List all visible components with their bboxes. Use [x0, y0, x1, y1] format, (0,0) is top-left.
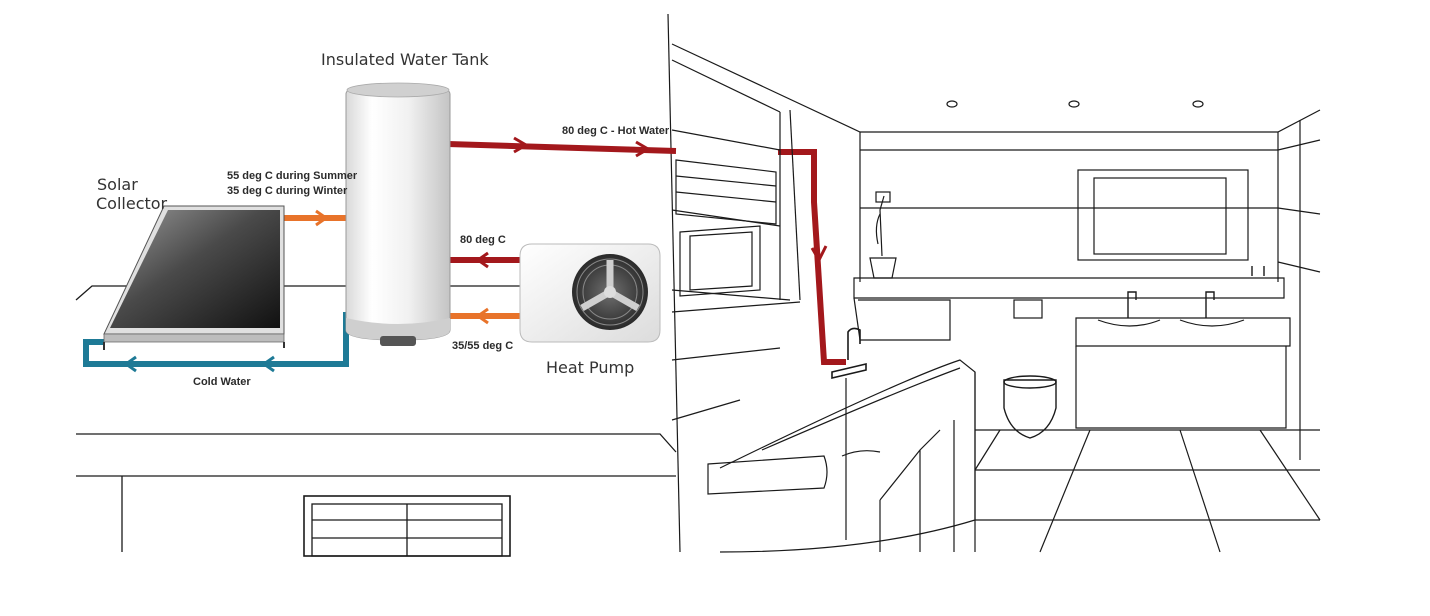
- hot-water-label: 80 deg C - Hot Water: [562, 125, 670, 137]
- water-tank-icon: [345, 82, 451, 346]
- pump-out-temp-label: 80 deg C: [460, 234, 506, 246]
- solar-label-line2: Collector: [96, 194, 168, 213]
- bathroom-drawing: [671, 43, 1321, 553]
- pump-in-temp-label: 35/55 deg C: [452, 340, 514, 352]
- toilet-icon: [1003, 375, 1057, 439]
- hot-water-arrow-1: [513, 136, 529, 154]
- summer-temp-label: 55 deg C during Summer: [227, 170, 358, 182]
- bathroom-hot-pipe: [778, 149, 846, 365]
- cold-water-pipe: [83, 312, 349, 367]
- hot-water-pipe: [447, 141, 677, 154]
- solar-warm-arrow: [315, 209, 329, 227]
- pump-out-arrow: [475, 251, 489, 269]
- cold-water-label: Cold Water: [193, 376, 251, 388]
- solar-label-line1: Solar: [97, 175, 138, 194]
- heat-pump-label: Heat Pump: [546, 358, 635, 377]
- divider-line: [667, 13, 681, 553]
- hot-water-arrow-2: [635, 140, 651, 158]
- tank-label: Insulated Water Tank: [321, 50, 489, 69]
- pump-return-arrow: [475, 307, 489, 325]
- sink-icon: [1127, 266, 1265, 318]
- bathroom-pipe-arrow: [810, 245, 828, 264]
- bathtub-icon: [831, 327, 867, 380]
- house-outline: [75, 285, 677, 557]
- winter-temp-label: 35 deg C during Winter: [227, 185, 348, 197]
- plant-icon: [869, 191, 897, 279]
- solar-panel-icon: [103, 205, 285, 350]
- heat-pump-icon: [519, 243, 661, 343]
- cold-water-arrow: [123, 355, 275, 373]
- fan-icon: [572, 254, 648, 330]
